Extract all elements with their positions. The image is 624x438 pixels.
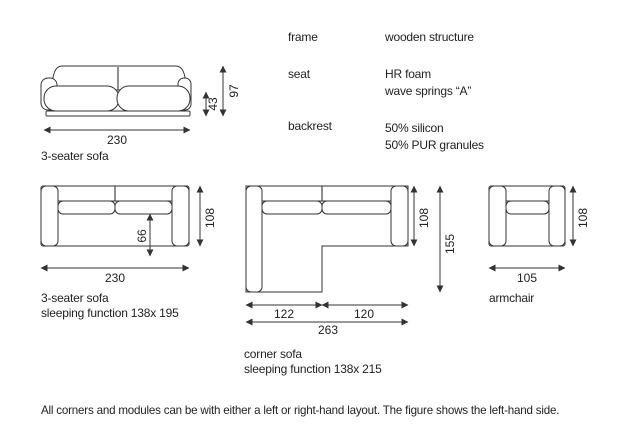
- top-view-dimensions: [40, 185, 204, 272]
- spec-backrest-value-1: 50% silicon: [385, 121, 444, 135]
- spec-backrest-label: backrest: [288, 119, 332, 133]
- footnote: All corners and modules can be with eith…: [41, 404, 560, 417]
- armchair-dimensions: [488, 185, 577, 272]
- top-view-caption: 3-seater sofa: [41, 291, 109, 305]
- corner-sofa-dimensions: [245, 185, 444, 326]
- front-view-dimensions: [43, 65, 227, 134]
- corner-total-depth-label: 155: [443, 234, 457, 254]
- top-depth-label: 108: [203, 208, 217, 228]
- corner-total-width-label: 263: [318, 323, 338, 337]
- armchair-depth-label: 108: [576, 208, 590, 228]
- spec-seat-label: seat: [288, 67, 310, 81]
- armchair: [488, 185, 566, 247]
- spec-frame-label: frame: [288, 30, 318, 44]
- spec-seat-value-2: wave springs “A”: [385, 84, 472, 98]
- front-total-height-label: 97: [227, 84, 241, 98]
- top-view-sleeping: sleeping function 138x 195: [41, 306, 179, 320]
- armchair-caption: armchair: [489, 291, 535, 305]
- corner-right-part-label: 120: [354, 307, 374, 321]
- front-view-caption: 3-seater sofa: [41, 149, 109, 163]
- spec-seat-value-1: HR foam: [385, 67, 431, 81]
- armchair-width-label: 105: [517, 271, 537, 285]
- corner-sofa-caption: corner sofa: [244, 347, 302, 361]
- top-seat-depth-label: 66: [135, 229, 149, 243]
- spec-backrest-value-2: 50% PUR granules: [385, 138, 484, 152]
- corner-sofa: [245, 185, 409, 293]
- top-view-sofa: [40, 185, 190, 247]
- corner-sofa-sleeping: sleeping function 138x 215: [244, 362, 382, 376]
- front-width-label: 230: [107, 133, 127, 147]
- top-width-label: 230: [105, 271, 125, 285]
- front-view-sofa: [40, 65, 192, 117]
- front-seat-height-label: 43: [206, 97, 220, 111]
- corner-left-part-label: 122: [274, 307, 294, 321]
- corner-depth-label: 108: [417, 208, 431, 228]
- spec-frame-value: wooden structure: [385, 30, 474, 44]
